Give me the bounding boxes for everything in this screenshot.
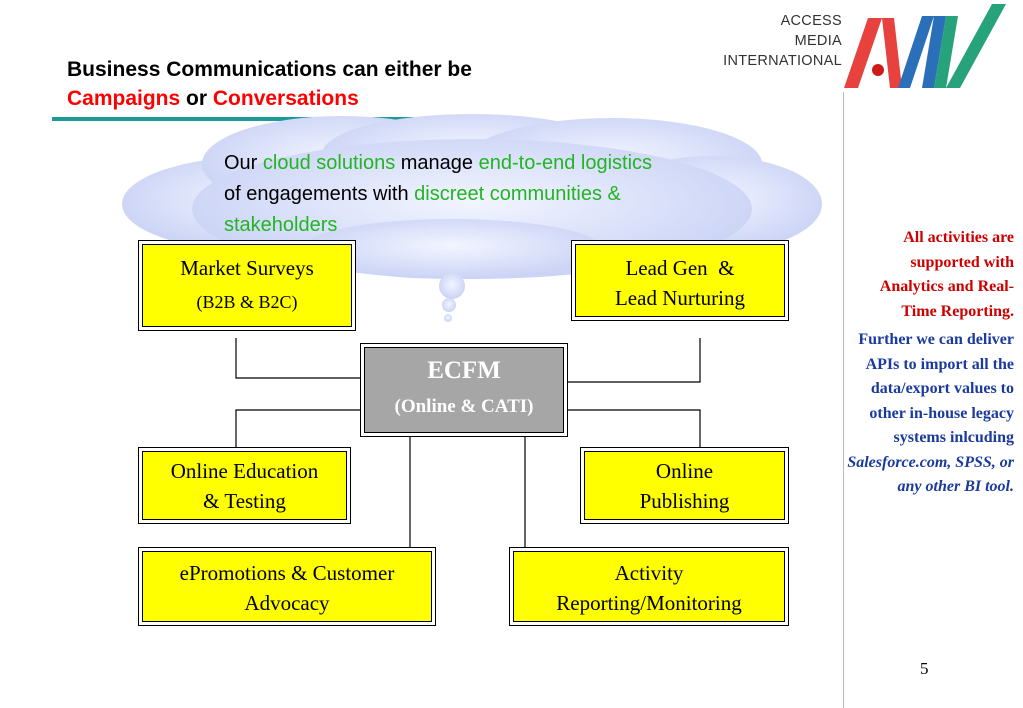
logo-line-3: INTERNATIONAL <box>723 53 842 69</box>
box-online-publishing: Online Publishing <box>584 451 785 520</box>
box-ecfm: ECFM (Online & CATI) <box>364 347 564 433</box>
side-note-analytics: All activities are supported with Analyt… <box>879 229 1014 320</box>
box-online-publishing-line-2: Publishing <box>639 489 730 513</box>
title-underline <box>52 117 495 121</box>
title-line-1: Business Communications can either be <box>67 58 472 81</box>
cloud-shape <box>122 114 822 322</box>
box-activity-reporting: Activity Reporting/Monitoring <box>513 551 785 622</box>
cloud-text: Our cloud solutions manage end-to-end lo… <box>224 148 674 241</box>
side-note: All activities are supported with Analyt… <box>846 226 1014 500</box>
cloud-text-part-3: of engagements with <box>224 152 658 205</box>
box-online-education-line-2: & Testing <box>203 489 286 513</box>
box-online-education: Online Education & Testing <box>142 451 347 520</box>
logo-icon <box>844 4 1006 88</box>
box-lead-gen-line-2: Lead Nurturing <box>614 286 746 310</box>
logo-wordmark: ACCESS MEDIA INTERNATIONAL <box>700 11 842 71</box>
box-online-publishing-line-1: Online <box>655 459 714 483</box>
page-number: 5 <box>920 659 929 678</box>
cloud-text-highlight-1: cloud solutions <box>262 152 396 174</box>
right-divider <box>843 92 844 708</box>
box-ecfm-sub: (Online & CATI) <box>394 396 534 417</box>
box-lead-gen: Lead Gen & Lead Nurturing <box>575 244 785 317</box>
title-conversations: Conversations <box>212 87 359 110</box>
cloud-text-highlight-3: discreet communities & stakeholders <box>224 183 621 236</box>
box-epromotions-line-2: Advocacy <box>244 591 330 615</box>
side-note-apis: Further we can deliver APIs to import al… <box>846 328 1014 500</box>
box-online-education-line-1: Online Education <box>170 459 319 483</box>
box-ecfm-label: ECFM <box>427 357 501 384</box>
title-line-2: Campaigns or Conversations <box>67 84 587 113</box>
side-note-apis-text: Further we can deliver APIs to import al… <box>858 331 1014 446</box>
page-title: Business Communications can either be Ca… <box>67 55 587 113</box>
box-market-surveys-sub: (B2B & B2C) <box>196 292 298 312</box>
box-epromotions: ePromotions & Customer Advocacy <box>142 551 432 622</box>
title-or: or <box>180 87 213 110</box>
side-note-apis-tools: Salesforce.com, SPSS, or any other BI to… <box>847 453 1014 496</box>
cloud-text-highlight-2: end-to-end logistics <box>478 152 653 174</box>
box-epromotions-line-1: ePromotions & Customer <box>179 561 395 585</box>
cloud-text-part-2: manage <box>395 152 479 174</box>
title-campaigns: Campaigns <box>67 87 181 110</box>
box-activity-reporting-line-1: Activity <box>614 561 684 585</box>
box-lead-gen-line-1: Lead Gen & <box>625 256 735 280</box>
logo-line-2: MEDIA <box>794 33 842 49</box>
logo-line-1: ACCESS <box>780 13 842 29</box>
box-activity-reporting-line-2: Reporting/Monitoring <box>556 591 742 615</box>
box-market-surveys-label: Market Surveys <box>180 256 314 280</box>
box-market-surveys: Market Surveys (B2B & B2C) <box>142 244 352 327</box>
cloud-text-part-1: Our <box>224 152 263 174</box>
